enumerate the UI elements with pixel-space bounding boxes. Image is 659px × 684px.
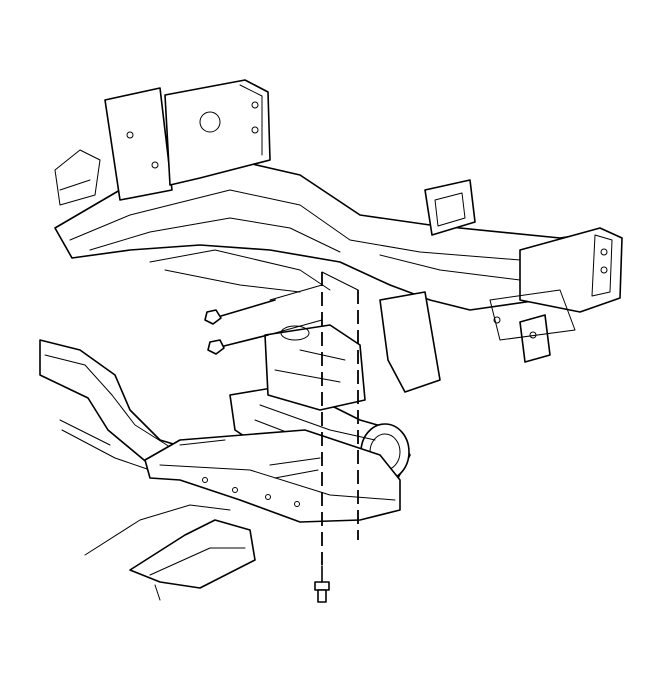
- middle-nut: [207, 334, 269, 355]
- upper-nut: [204, 299, 276, 325]
- vehicle-frame-crossmember: [54, 79, 623, 393]
- lower-body-outline: [84, 504, 256, 601]
- lower-bolt: [314, 565, 330, 603]
- heat-shield-panel: [144, 429, 401, 523]
- alignment-lines: [267, 271, 359, 565]
